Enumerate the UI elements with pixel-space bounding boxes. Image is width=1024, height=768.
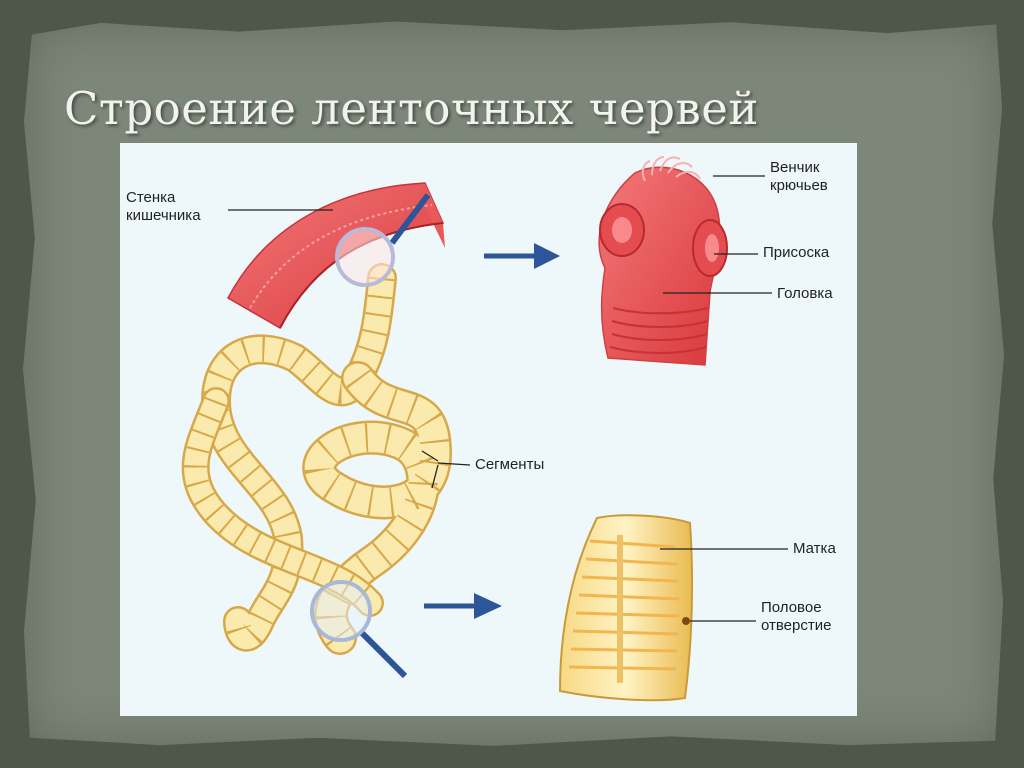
magnifier-scolex-illustration	[335, 193, 431, 287]
label-leader-lines	[228, 175, 788, 622]
worm-strobila-illustration	[181, 263, 453, 655]
proglottid-segment-illustration	[558, 514, 694, 702]
magnifier-proglottid-illustration	[310, 580, 408, 679]
label-sucker: Присоска	[763, 244, 830, 261]
slide-title: Строение ленточных червей	[64, 82, 759, 135]
label-segments: Сегменты	[475, 456, 545, 473]
scolex-head-illustration	[598, 156, 728, 366]
diagram-illustration	[181, 156, 788, 702]
label-head: Головка	[777, 285, 833, 302]
label-hook-crown: Венчик крючьев	[770, 159, 828, 194]
label-genital-opening: Половое отверстие	[761, 599, 832, 634]
arrow-to-segment-icon	[424, 593, 502, 619]
arrow-to-head-icon	[484, 243, 560, 269]
tapeworm-diagram: Стенка кишечника Венчик крючьев Присоска…	[120, 143, 857, 716]
label-uterus: Матка	[793, 540, 836, 557]
label-intestine-wall: Стенка кишечника	[126, 189, 201, 224]
